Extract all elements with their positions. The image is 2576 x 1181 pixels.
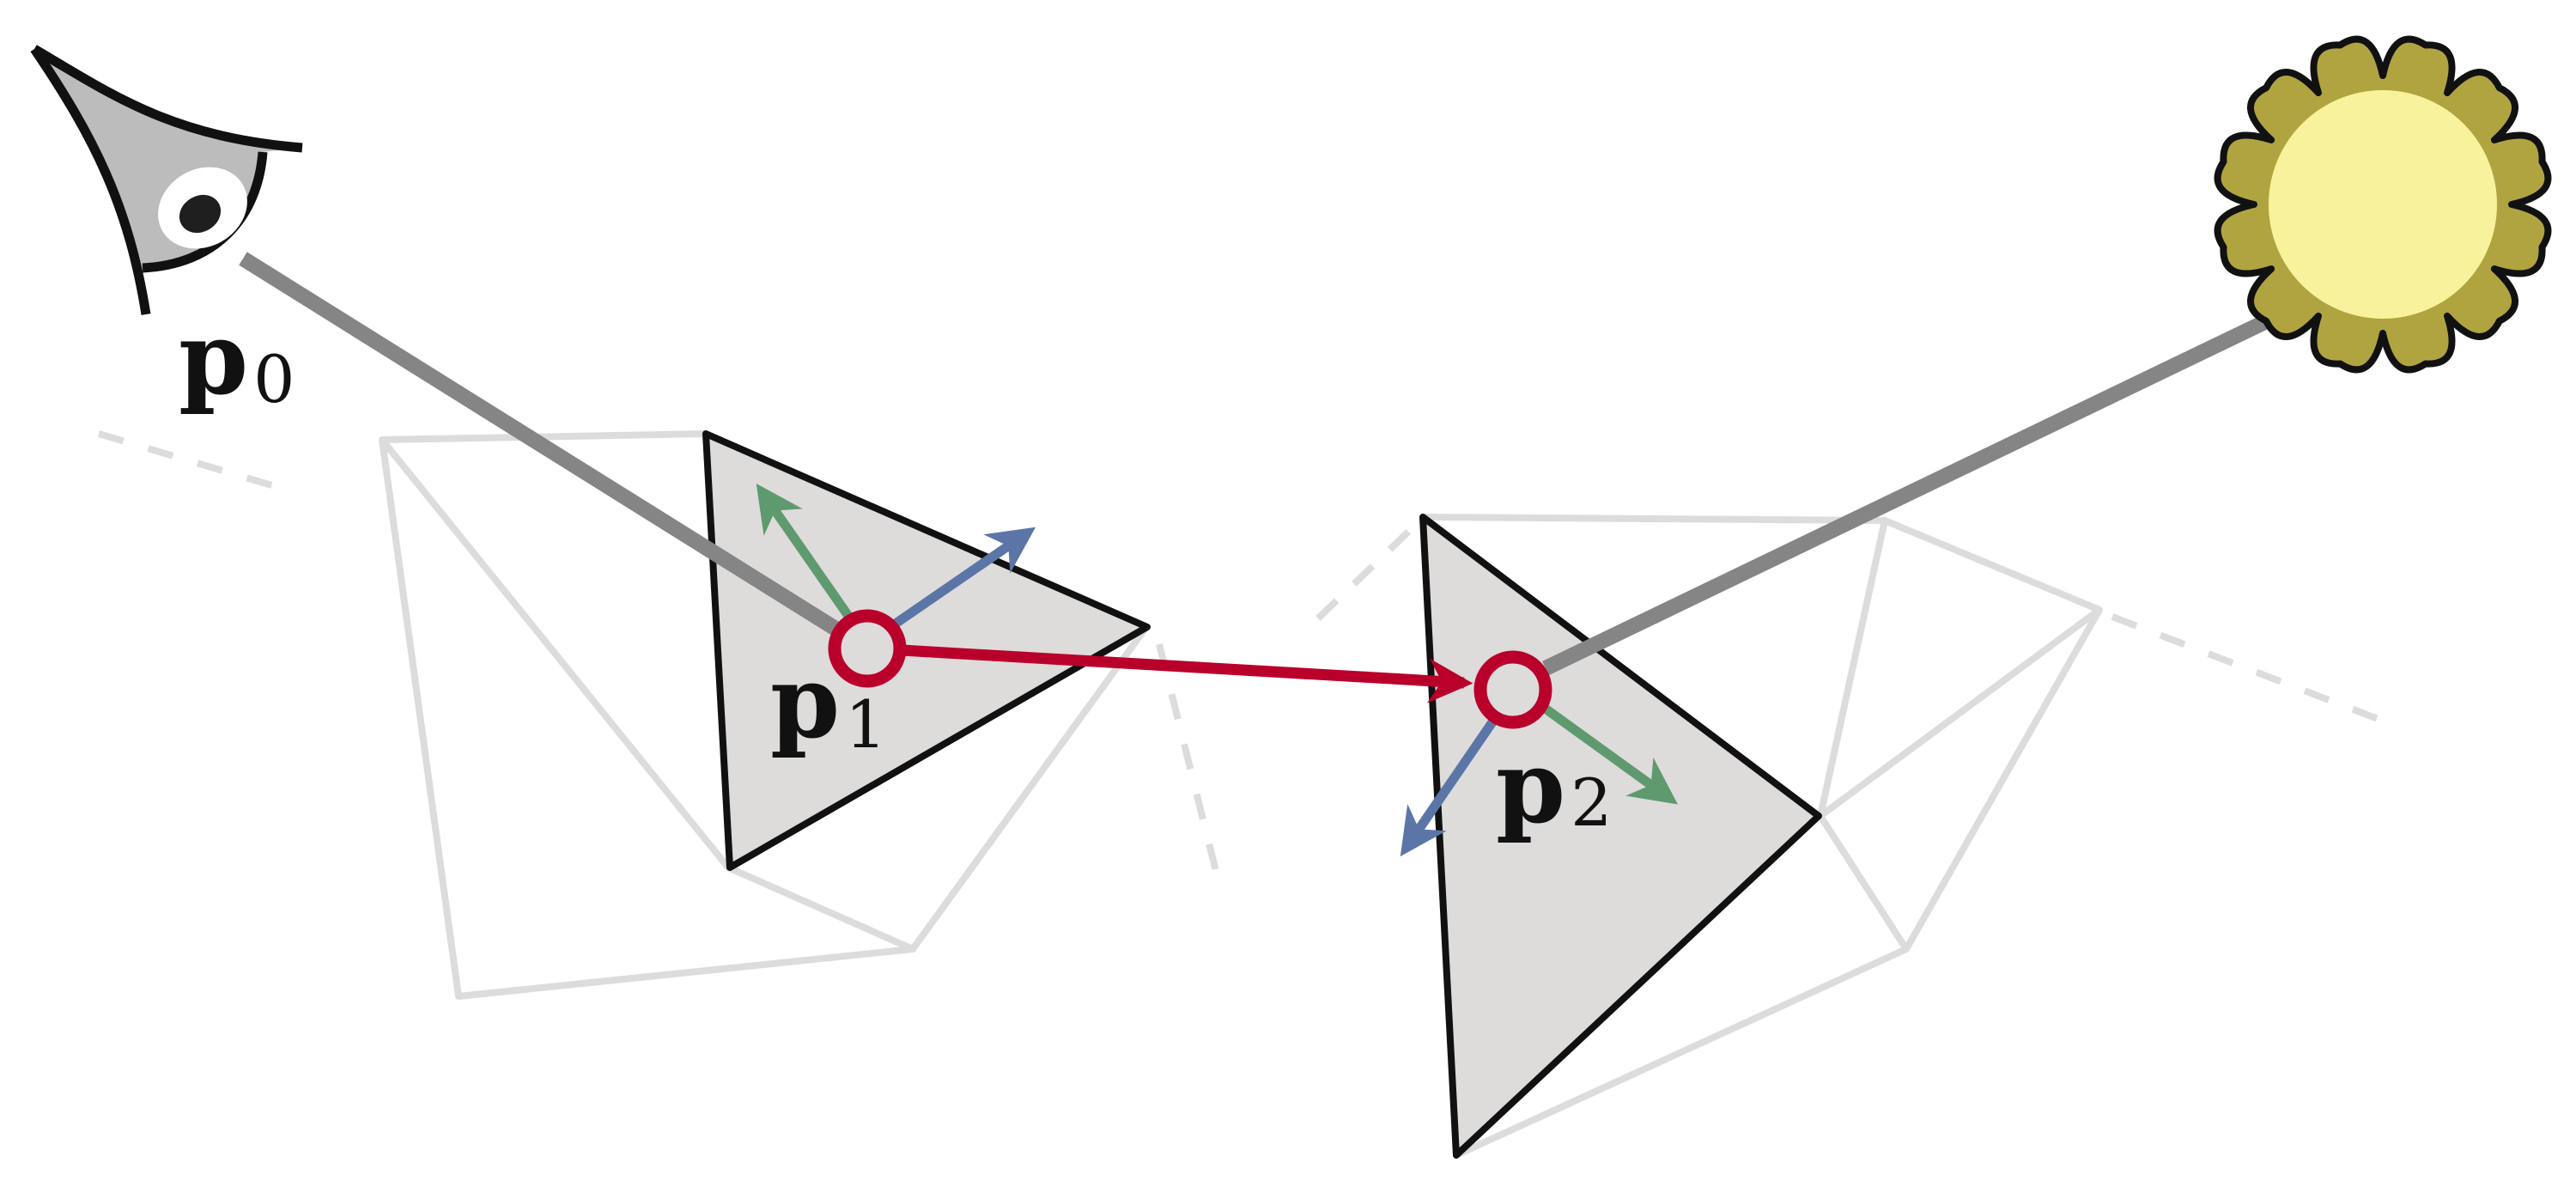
p2-tangent-arrow: [1400, 714, 1500, 857]
eye-icon-shape: [34, 49, 302, 314]
label-p2-main: p: [1496, 729, 1565, 846]
right-mesh-edges-lower: [1817, 608, 2103, 953]
right-mesh-bottom-edge: [1455, 946, 1908, 1159]
hit-point-p2: [1473, 650, 1552, 729]
bounce-path-arrow: [901, 644, 1473, 703]
label-p0: p0: [179, 301, 295, 417]
label-p1-sub: 1: [845, 686, 886, 763]
eye-icon: [30, 45, 303, 315]
right-dashed-edge-left: [1315, 514, 1426, 621]
sun-icon: [2214, 35, 2552, 374]
label-p1: p1: [770, 644, 886, 763]
left-mesh-edges: [379, 430, 916, 1000]
light-ray: [1542, 308, 2281, 676]
p2-normal-arrow: [1534, 698, 1678, 805]
label-p0-sub: 0: [253, 341, 295, 417]
p1-tangent-arrow: [890, 527, 1036, 630]
right-mesh: [1315, 514, 2397, 1159]
left-mesh-edges-right: [909, 624, 1150, 952]
right-dashed-edge: [2111, 613, 2397, 729]
left-mesh: [97, 430, 1223, 1000]
label-p1-main: p: [770, 644, 840, 761]
sun-icon-core: [2269, 90, 2497, 319]
label-p2: p2: [1496, 729, 1612, 846]
triangle-p2: [1419, 514, 1822, 1159]
left-dashed-edge: [97, 430, 294, 495]
label-p2-sub: 2: [1571, 764, 1612, 841]
left-dashed-edge-lower: [1156, 643, 1223, 886]
eye-ray: [239, 252, 872, 655]
eye-icon-pupil: [179, 194, 222, 234]
label-p0-main: p: [179, 301, 248, 417]
hit-point-p1: [828, 609, 907, 688]
p1-normal-arrow: [756, 483, 854, 622]
